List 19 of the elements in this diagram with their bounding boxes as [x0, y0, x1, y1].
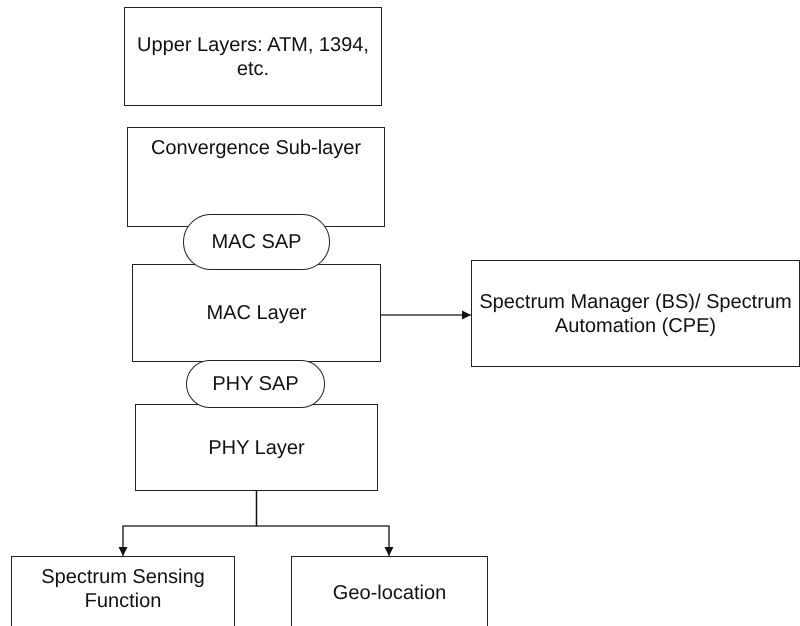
node-label: MAC Layer	[206, 301, 307, 325]
node-label: MAC SAP	[211, 230, 302, 254]
layer-box	[471, 260, 800, 367]
layer-box	[124, 7, 382, 106]
layer-box	[11, 556, 235, 626]
node-label: Spectrum Manager (BS)/ Spectrum Automation (CPE)	[478, 290, 793, 338]
node-label: Convergence Sub-layer	[150, 136, 362, 160]
node-label: PHY SAP	[212, 372, 299, 396]
interface-pill	[186, 360, 325, 408]
node-label: Upper Layers: ATM, 1394, etc.	[136, 32, 370, 80]
layer-box	[127, 127, 385, 227]
node-label: Spectrum Sensing Function	[40, 565, 206, 613]
arrow	[381, 310, 471, 320]
node-label: PHY Layer	[208, 436, 305, 460]
layer-box	[291, 556, 488, 626]
node-label: Geo-location	[332, 580, 446, 604]
layer-box	[132, 264, 381, 362]
layer-box	[135, 404, 378, 491]
arrow	[256, 491, 394, 556]
